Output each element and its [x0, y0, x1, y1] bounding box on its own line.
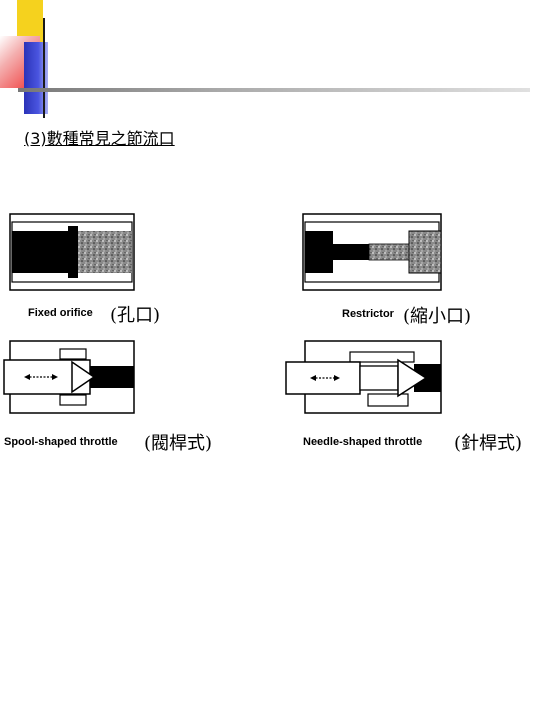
spool-throttle-chinese-label: (閥桿式) — [144, 433, 213, 454]
decor-horizontal-line — [18, 88, 530, 92]
restrictor-diagram — [302, 213, 442, 291]
spool-throttle-label: Spool-shaped throttle — [4, 436, 118, 448]
needle-throttle-label: Needle-shaped throttle — [303, 436, 423, 448]
restrictor-chinese-label: (縮小口) — [403, 306, 472, 327]
decor-vertical-line — [43, 18, 45, 118]
fixed-orifice-diagram — [9, 213, 135, 291]
restrictor-label: Restrictor — [342, 308, 394, 320]
fixed-orifice-chinese-label: (孔口) — [110, 305, 161, 326]
needle-throttle-diagram — [285, 340, 442, 414]
needle-throttle-chinese-label: (針桿式) — [454, 433, 523, 454]
fixed-orifice-label: Fixed orifice — [28, 307, 93, 319]
spool-throttle-diagram — [3, 340, 135, 414]
slide-heading: (3)數種常見之節流口 — [24, 129, 175, 148]
